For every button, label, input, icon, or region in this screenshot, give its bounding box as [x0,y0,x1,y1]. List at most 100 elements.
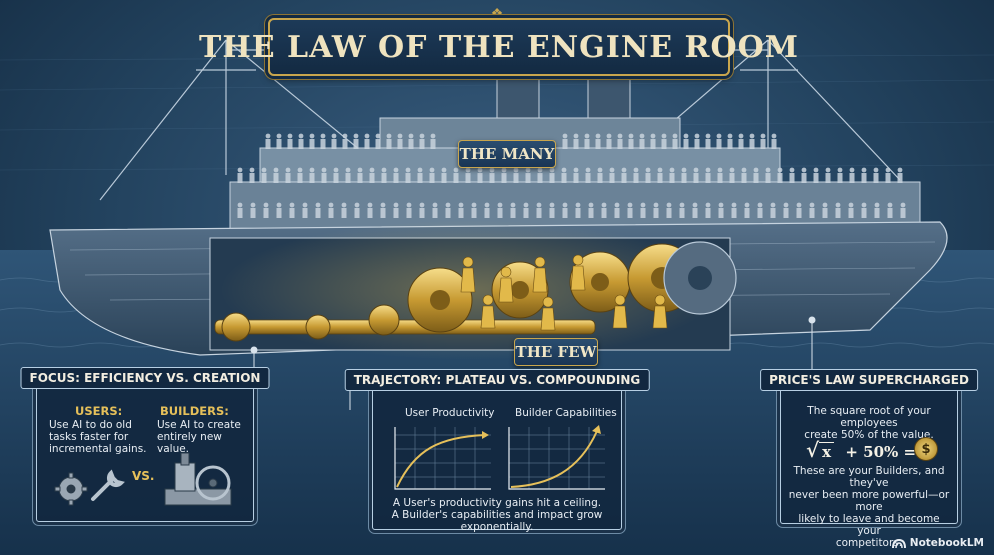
brand-badge: NotebookLM [891,537,984,549]
trajectory-heading: TRAJECTORY: PLATEAU VS. COMPOUNDING [344,369,650,391]
crowd-figure [381,167,387,183]
crowd-figure [861,167,867,183]
crowd-figure [837,167,843,183]
formula-variable: x [819,442,835,461]
crowd-figure [549,167,555,183]
users-label: USERS: [75,404,123,418]
user-productivity-chart [394,427,491,490]
users-text-line: tasks faster for [49,431,129,443]
crowd-figure [537,167,543,183]
crowd-figure [523,202,529,218]
crowd-figure [386,133,392,149]
crowd-figure [261,167,267,183]
crowd-figure [801,167,807,183]
crowd-figure [289,202,295,218]
crowd-figure [874,202,880,218]
crowd-figure [419,202,425,218]
crowd-figure [315,202,321,218]
crowd-figure [561,167,567,183]
crowd-figure [693,167,699,183]
crowd-figure [380,202,386,218]
crowd-figure [900,202,906,218]
focus-heading: FOCUS: EFFICIENCY VS. CREATION [20,367,270,389]
crowd-figure [617,133,623,149]
crowd-figure [849,167,855,183]
crowd-figure [287,133,293,149]
crowd-figure [249,167,255,183]
crowd-figure [683,133,689,149]
crowd-figure [771,133,777,149]
price-law-body-line: never been more powerful—or more [788,489,950,513]
crowd-figure [237,167,243,183]
user-productivity-label: User Productivity [405,407,495,419]
crowd-figure [328,202,334,218]
crowd-figure [633,167,639,183]
brand-name: NotebookLM [909,537,984,549]
crowd-figure [429,167,435,183]
crowd-figure [705,167,711,183]
crowd-figure [393,202,399,218]
crowd-figure [627,202,633,218]
callout-dot [808,316,816,324]
crowd-figure [309,133,315,149]
tag-the-many: THE MANY [458,140,556,168]
crowd-figure [432,202,438,218]
steam-pipes [277,240,623,300]
crowd-figure [887,202,893,218]
crowd-figure [525,167,531,183]
crowd-figure [419,133,425,149]
crowd-figure [497,202,503,218]
crowd-figure [342,133,348,149]
crowd-figure [789,167,795,183]
crowd-figure [753,167,759,183]
crowd-figure [777,167,783,183]
crowd-figure [369,167,375,183]
crowd-figure [536,202,542,218]
crowd-figure [825,167,831,183]
crowd-figure [645,167,651,183]
crowd-figure [573,167,579,183]
page-title: THE LAW OF THE ENGINE ROOM [199,29,799,65]
crowd-figure [731,202,737,218]
chart-grid [509,427,605,489]
crowd-figure [501,167,507,183]
price-law-body-line: competitors. [835,537,903,549]
crowd-figure [822,202,828,218]
builder-capabilities-label: Builder Capabilities [515,407,617,419]
crowd-figure [353,133,359,149]
crowd-figure [276,133,282,149]
crowd-figure [273,167,279,183]
crowd-figure [741,167,747,183]
crowd-figure [562,202,568,218]
crowd-figure [453,167,459,183]
crowd-figure [669,167,675,183]
price-law-body-line: likely to leave and become your [798,513,940,537]
crowd-figure [584,133,590,149]
crowd-figure [813,167,819,183]
arrow-head [592,425,601,434]
crowd-figure [757,202,763,218]
crowd-figure [393,167,399,183]
crowd-figure [302,202,308,218]
crowd-figure [406,202,412,218]
price-law-body: These are your Builders, and they've nev… [785,465,953,549]
focus-panel: FOCUS: EFFICIENCY VS. CREATION USERS: Us… [20,367,270,522]
crowd-figure [718,202,724,218]
crowd-figure [672,133,678,149]
builder-capabilities-chart [508,425,605,490]
crowd-figure [897,167,903,183]
crowd-figure [609,167,615,183]
crowd-figure [639,133,645,149]
crowd-figure [484,202,490,218]
crowd-figure [276,202,282,218]
crowd-figure [716,133,722,149]
crowd-figure [848,202,854,218]
users-text-line: Use AI to do old [49,419,132,431]
crowd-figure [298,133,304,149]
drive-shaft [214,304,596,342]
crowd-figure [321,167,327,183]
crowd-figure [666,202,672,218]
crowd-figure [661,133,667,149]
builder-figures [460,254,668,331]
